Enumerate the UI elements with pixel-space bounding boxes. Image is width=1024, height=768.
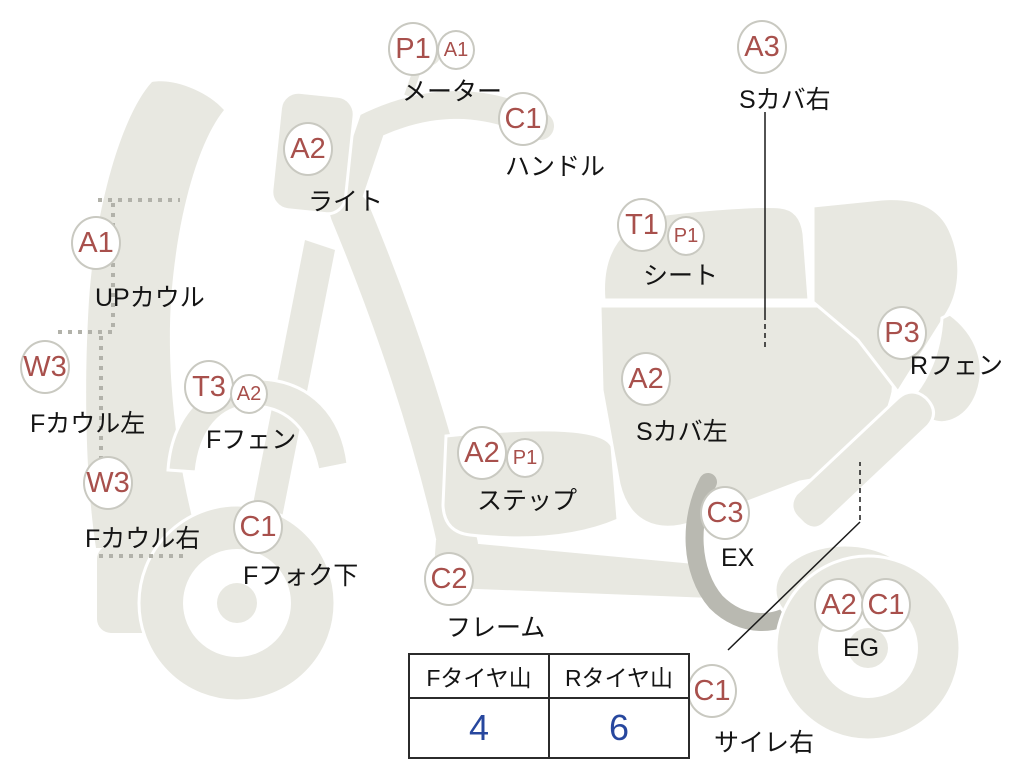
grade-badge-meter: P1 [388,22,438,76]
grade-badge-step-sub: P1 [506,438,544,478]
pointer-line-silencer [727,521,861,651]
exhaust-pipe-shape [685,473,811,631]
part-label-scover-left: Sカバ左 [636,418,728,446]
tire-table-header-rear: Rタイヤ山 [548,653,690,699]
part-label-step: ステップ [477,487,578,515]
part-label-handle: ハンドル [505,153,606,181]
part-label-engine: EG [843,634,880,662]
grade-badge-seat: T1 [617,198,667,252]
grade-badge-frame: C2 [424,552,474,606]
grade-badge-upcowl: A1 [71,216,121,270]
grade-badge-ffender-sub: A2 [230,374,268,414]
grade-badge-rfender: P3 [877,306,927,360]
part-label-upcowl: UPカウル [95,284,205,312]
part-label-meter: メーター [402,78,503,106]
grade-badge-scover-left: A2 [621,352,671,406]
part-label-light: ライト [308,188,384,216]
part-label-rfender: Rフェン [910,352,1004,380]
floor-rail-shape [434,540,712,598]
part-label-ffender: Fフェン [206,426,297,454]
part-label-scover-right: Sカバ右 [739,86,831,114]
grade-badge-ffork-lower: C1 [233,500,283,554]
grade-badge-engine-a: A2 [814,578,864,632]
grade-badge-silencer: C1 [687,664,737,718]
part-label-fcowl-right: Fカウル右 [85,525,201,553]
annotation-pointer-lines [727,112,861,651]
part-label-seat: シート [643,262,719,290]
grade-badge-engine-b: C1 [861,578,911,632]
grade-badge-ffender: T3 [184,360,234,414]
part-label-exhaust: EX [721,544,755,572]
part-label-frame: フレーム [446,614,546,642]
tire-table-value-rear: 6 [548,697,690,759]
grade-badge-fcowl-right: W3 [83,456,133,510]
tire-table-header-front: Fタイヤ山 [408,653,550,699]
grade-badge-fcowl-left: W3 [20,340,70,394]
part-label-silencer: サイレ右 [714,729,815,757]
part-label-ffork-lower: Fフォク下 [243,562,359,590]
tire-table-value-front: 4 [408,697,550,759]
part-label-fcowl-left: Fカウル左 [30,410,146,438]
grade-badge-exhaust: C3 [700,486,750,540]
grade-badge-seat-sub: P1 [667,216,705,256]
grade-badge-meter-sub: A1 [437,30,475,70]
grade-badge-step: A2 [457,426,507,480]
front-cowl-shape [86,81,225,549]
grade-badge-handle: C1 [498,92,548,146]
grade-badge-scover-right: A3 [737,20,787,74]
grade-badge-light: A2 [283,122,333,176]
tire-tread-table: Fタイヤ山 Rタイヤ山 4 6 [408,653,690,759]
muffler-shape [790,390,935,530]
frame-downtube-shape [330,192,478,565]
